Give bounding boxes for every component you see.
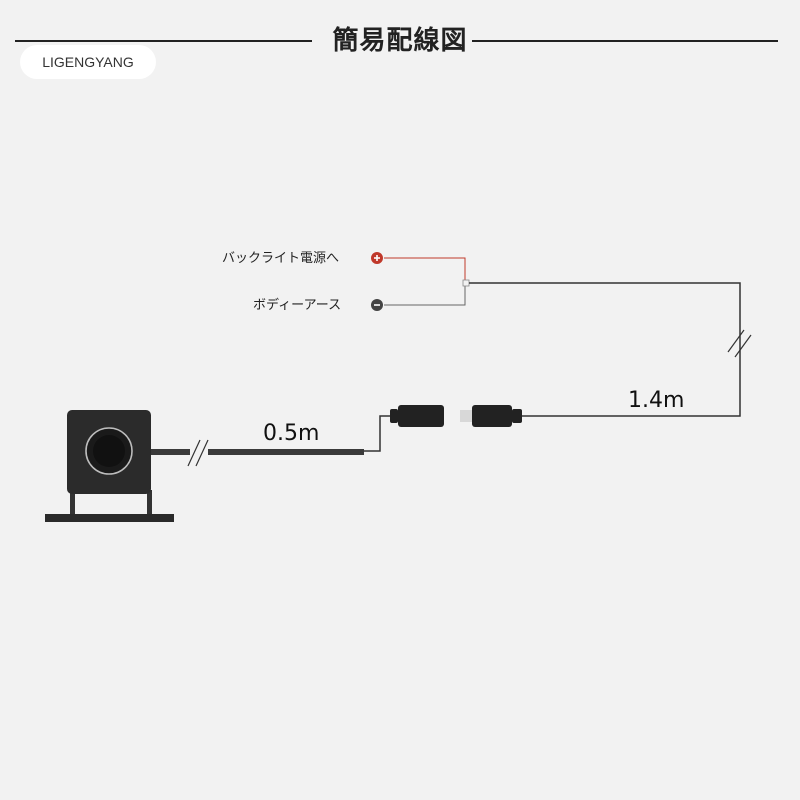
wire-junction [462,279,470,287]
camera [45,410,174,522]
plus-icon [371,252,383,264]
female-connector [390,405,444,427]
extension-cable-length: 1.4m [628,388,685,413]
power-wire [384,257,466,282]
camera-cable-length: 0.5m [263,421,320,446]
camera-cable-break [187,439,209,467]
male-connector [460,405,522,427]
minus-icon [371,299,383,311]
extension-cable-break [727,329,752,358]
brand-badge: LIGENGYANG [20,45,156,79]
ground-wire [384,285,466,306]
extension-cable [469,282,741,417]
power-wire-label: バックライト電源へ [222,251,340,266]
camera-mount-bracket [45,514,174,522]
camera-cable-lead [364,415,390,452]
ground-wire-label: ボディーアース [253,298,342,313]
